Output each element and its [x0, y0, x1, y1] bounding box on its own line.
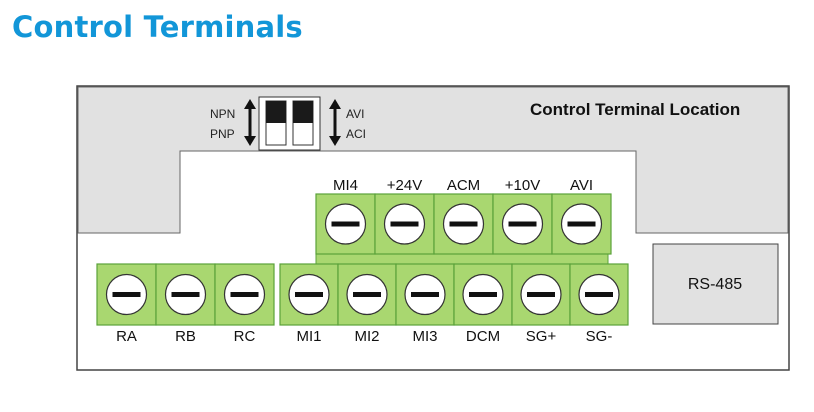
terminal-mi1[interactable]: MI1: [279, 263, 339, 345]
terminal-mi3[interactable]: MI3: [395, 263, 455, 345]
screw-slot: [508, 221, 537, 227]
terminal-label: MI2: [354, 328, 379, 345]
screw-slot: [449, 221, 478, 227]
switch-label-pnp: PNP: [210, 127, 235, 141]
switch-label-aci: ACI: [346, 127, 366, 141]
terminal-label: SG+: [526, 328, 557, 345]
screw-slot: [567, 221, 596, 227]
screw-slot: [331, 221, 360, 227]
switch-label-avi: AVI: [346, 107, 364, 121]
top-terminal-strip: MI4 +24V ACM +10V AVI: [315, 177, 612, 266]
terminal-label: MI4: [333, 177, 358, 194]
dip-switch[interactable]: [258, 96, 321, 151]
terminal-label: RA: [116, 328, 137, 345]
terminal-plus24v[interactable]: +24V: [374, 177, 435, 255]
screw-slot: [527, 292, 555, 297]
relay-terminal-strip: RA RB RC: [96, 263, 275, 345]
screw-slot: [585, 292, 613, 297]
terminal-mi4[interactable]: MI4: [315, 177, 376, 255]
page-title: Control Terminals: [12, 10, 303, 44]
terminal-label: ACM: [447, 177, 480, 194]
screw-slot: [469, 292, 497, 297]
screw-slot: [295, 292, 323, 297]
terminal-mi2[interactable]: MI2: [337, 263, 397, 345]
terminal-dcm[interactable]: DCM: [453, 263, 513, 345]
terminal-plus10v[interactable]: +10V: [492, 177, 553, 255]
terminal-label: MI1: [296, 328, 321, 345]
terminal-label: DCM: [466, 328, 500, 345]
terminal-label: +10V: [505, 177, 540, 194]
terminal-rb[interactable]: RB: [155, 263, 216, 345]
double-arrow-icon-right: [329, 99, 341, 146]
terminal-label: RC: [234, 328, 256, 345]
switch-label-npn: NPN: [210, 107, 235, 121]
terminal-sgminus[interactable]: SG-: [569, 263, 629, 345]
rs485-port: [652, 243, 779, 325]
screw-slot: [390, 221, 419, 227]
housing-top-area: [77, 86, 789, 234]
screw-slot: [353, 292, 381, 297]
double-arrow-icon-left: [244, 99, 256, 146]
screw-slot: [411, 292, 439, 297]
terminal-rc[interactable]: RC: [214, 263, 275, 345]
terminal-avi[interactable]: AVI: [551, 177, 612, 255]
dip-switch-2-lever: [293, 101, 313, 123]
dip-switch-1-lever: [266, 101, 286, 123]
terminal-label: MI3: [412, 328, 437, 345]
bottom-terminal-strip: MI1 MI2 MI3 DCM SG+ SG-: [279, 263, 629, 345]
screw-slot: [230, 292, 259, 297]
terminal-label: AVI: [570, 177, 593, 194]
terminal-sgplus[interactable]: SG+: [511, 263, 571, 345]
terminal-label: +24V: [387, 177, 422, 194]
panel-title: Control Terminal Location: [530, 100, 740, 119]
terminal-label: RB: [175, 328, 196, 345]
terminal-ra[interactable]: RA: [96, 263, 157, 345]
terminal-acm[interactable]: ACM: [433, 177, 494, 255]
screw-slot: [112, 292, 141, 297]
terminal-label: SG-: [586, 328, 613, 345]
rs485-label: RS-485: [688, 276, 742, 293]
screw-slot: [171, 292, 200, 297]
